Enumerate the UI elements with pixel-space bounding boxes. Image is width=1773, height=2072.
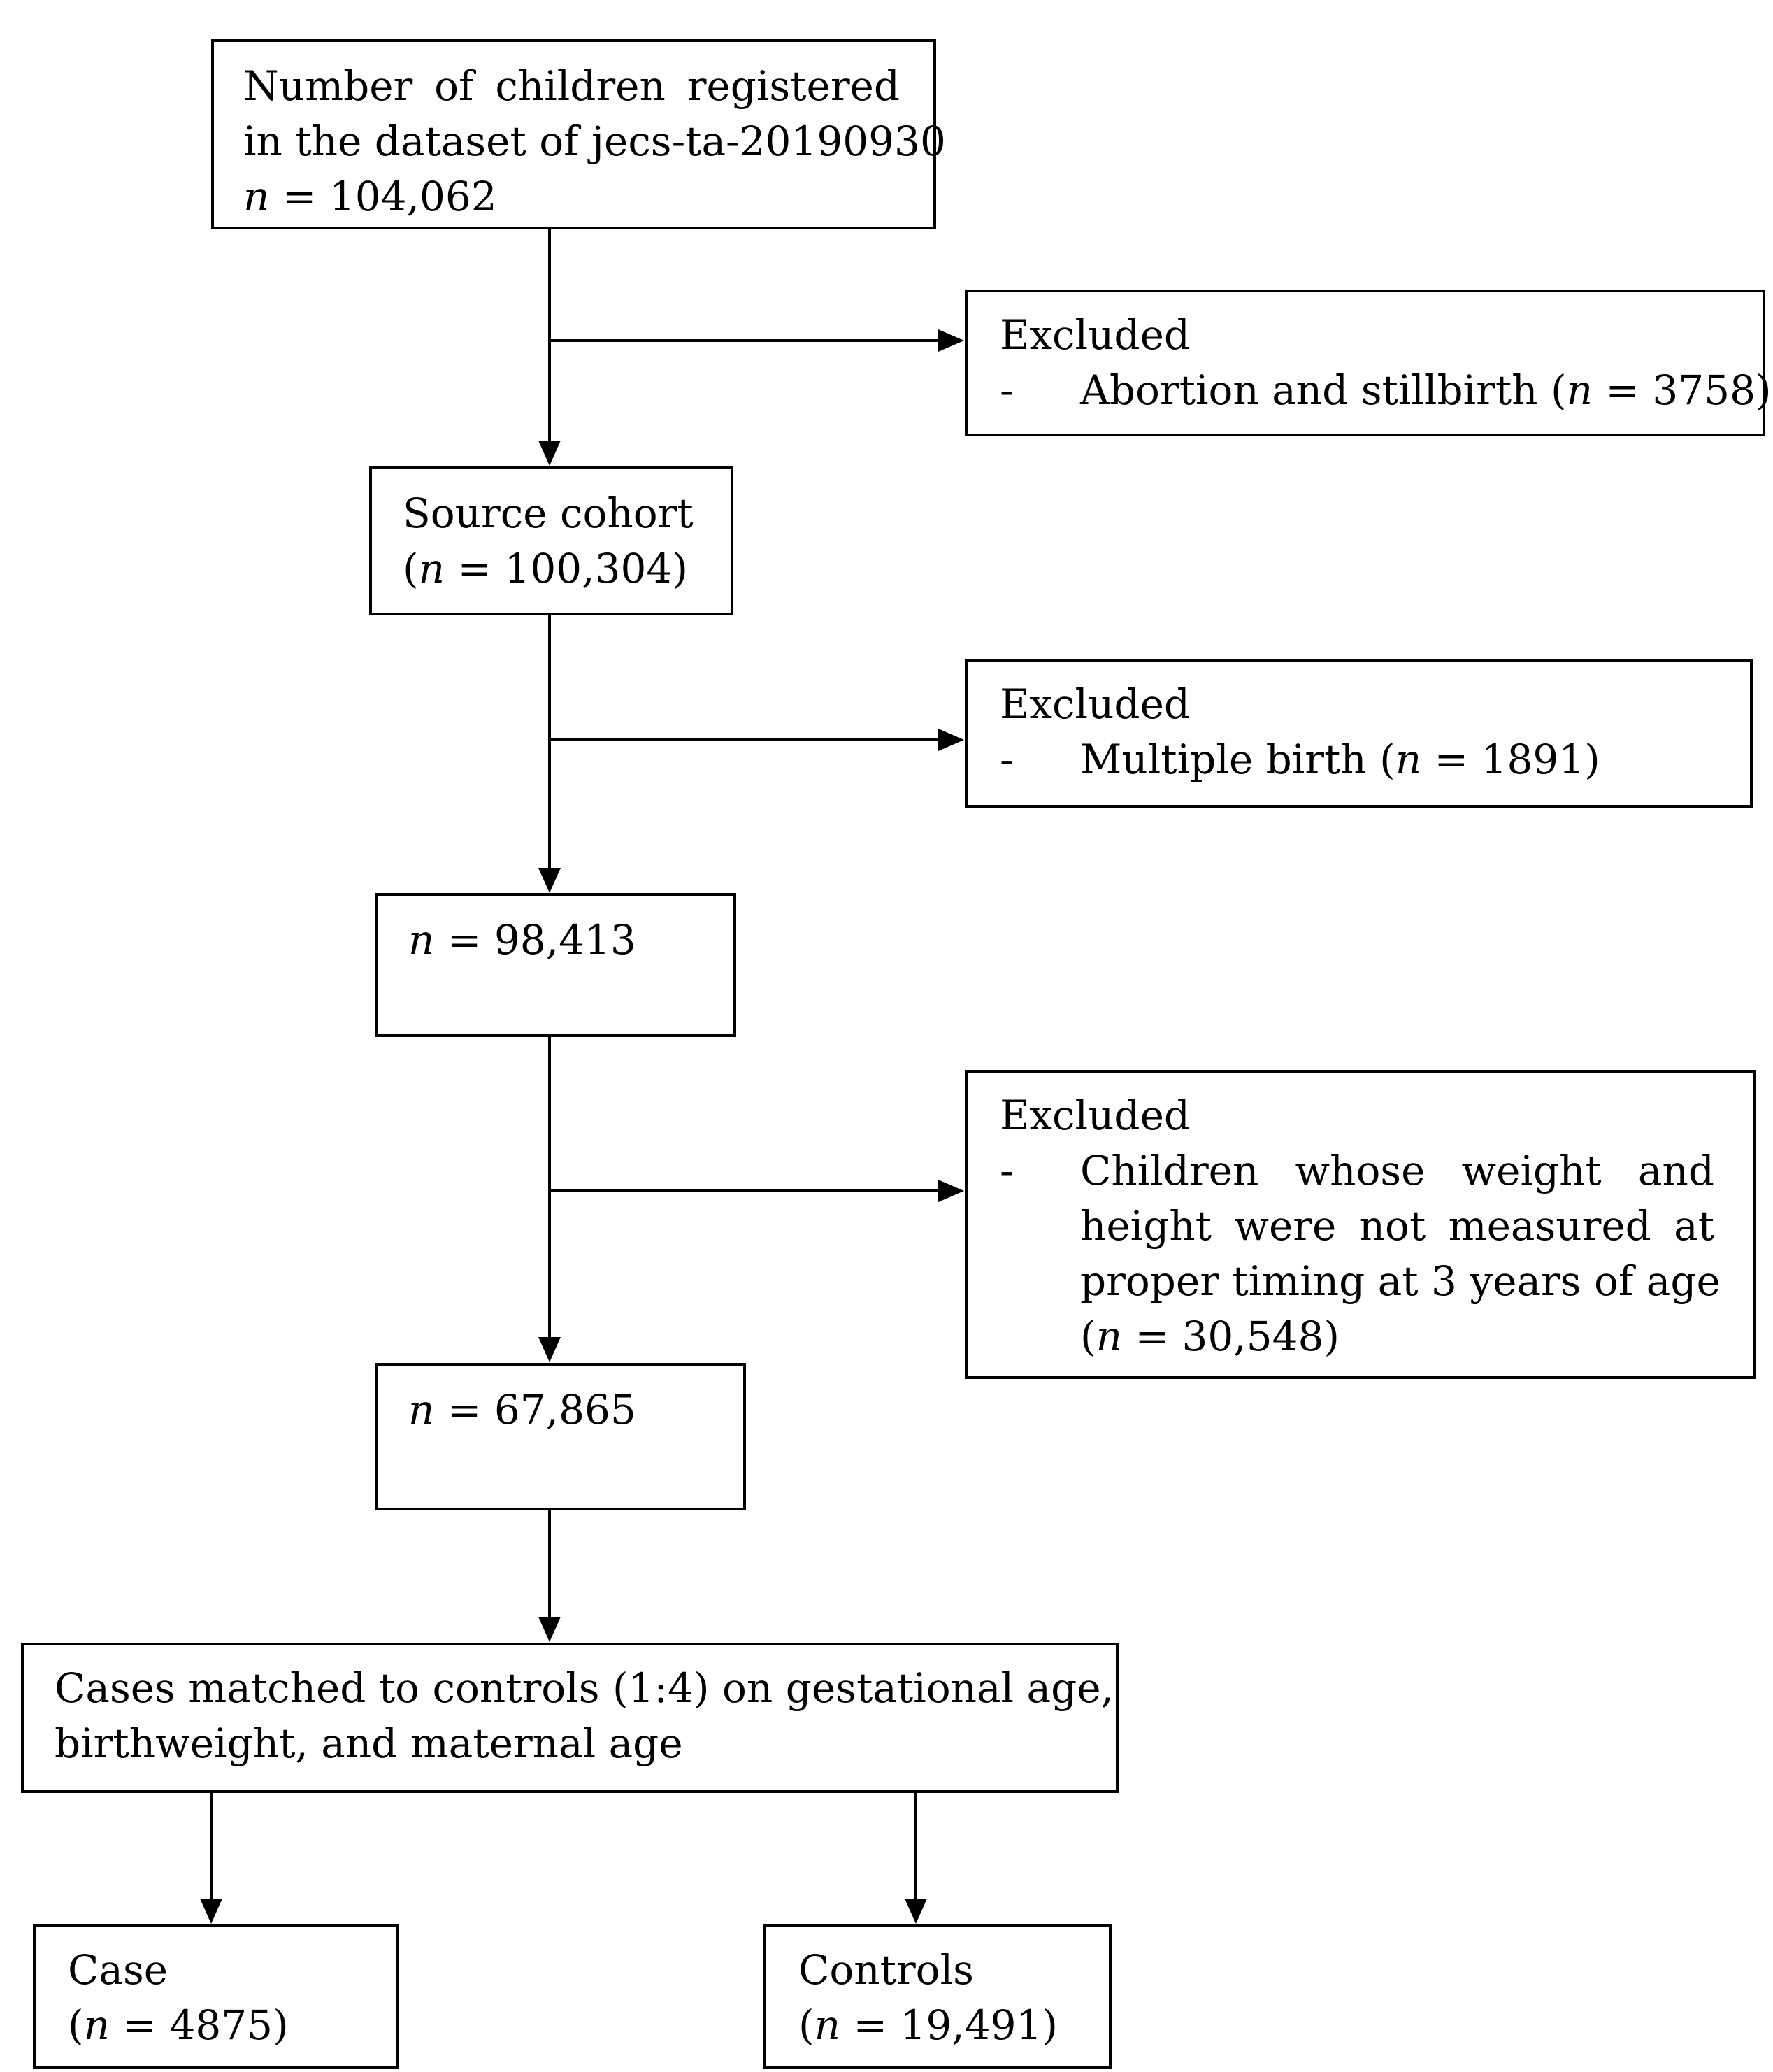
arrowhead-to-exclusion-3: [938, 1180, 964, 1202]
case-count: (n = 4875): [68, 1998, 375, 2053]
source-cohort-title: Source cohort: [403, 490, 694, 537]
open-paren: (: [68, 2001, 84, 2049]
case-title: Case: [68, 1946, 168, 1994]
exclusion-2-heading: Excluded: [1000, 680, 1191, 728]
exclusion-box-3: Excluded - Children whose weight and hei…: [965, 1070, 1756, 1379]
source-cohort-box: Source cohort (n = 100,304): [369, 466, 733, 615]
n-symbol: n: [408, 1386, 435, 1434]
cohort-98413-box: n = 98,413: [375, 893, 736, 1037]
n-symbol: n: [243, 173, 270, 220]
arrowhead-to-case: [200, 1899, 222, 1924]
open-paren: (: [1080, 1313, 1096, 1360]
exclusion-2-reason: - Multiple birth (n = 1891): [1000, 732, 1722, 787]
registered-count-value: = 104,062: [282, 173, 497, 220]
exclusion-1-reason: - Abortion and stillbirth (n = 3758): [1000, 363, 1772, 418]
exclusion-3-reason-line-2: height were not measured at: [1080, 1202, 1714, 1250]
n-symbol: n: [1566, 366, 1593, 414]
arrowhead-to-exclusion-2: [938, 729, 964, 751]
arrowhead-to-matched: [538, 1617, 561, 1642]
matching-box: Cases matched to controls (1:4) on gesta…: [21, 1643, 1119, 1793]
controls-box: Controls (n = 19,491): [763, 1924, 1112, 2069]
source-cohort-count-value: = 100,304): [457, 545, 688, 592]
controls-count: (n = 19,491): [798, 1998, 1088, 2053]
exclusion-2-count: = 1891): [1434, 736, 1600, 783]
registered-line-2: in the dataset of jecs-ta-20190930: [243, 117, 946, 165]
registered-children-box: Number of children registered in the dat…: [211, 39, 946, 229]
case-box: Case (n = 4875): [33, 1924, 399, 2069]
exclusion-box-1: Excluded - Abortion and stillbirth (n = 3…: [965, 290, 1772, 436]
open-paren: (: [403, 545, 419, 592]
n-symbol: n: [814, 2001, 840, 2049]
registered-line-1: Number of children registered: [243, 62, 900, 110]
case-count-value: = 4875): [122, 2001, 289, 2049]
cohort-98413-count: n = 98,413: [408, 913, 712, 968]
controls-title: Controls: [798, 1946, 974, 1994]
n-symbol: n: [83, 2001, 110, 2049]
n-symbol: n: [408, 916, 435, 964]
matching-line-2: birthweight, and maternal age: [55, 1720, 683, 1767]
exclusion-3-count-value: = 30,548): [1135, 1313, 1340, 1360]
registered-count: n = 104,062: [243, 169, 900, 224]
cohort-98413-count-value: = 98,413: [447, 916, 636, 964]
exclusion-box-2: Excluded - Multiple birth (n = 1891): [965, 659, 1753, 808]
exclusion-1-heading: Excluded: [1000, 311, 1191, 359]
exclusion-3-heading: Excluded: [1000, 1092, 1191, 1139]
n-symbol: n: [1395, 736, 1422, 783]
n-symbol: n: [418, 545, 445, 592]
exclusion-1-reason-text: Abortion and stillbirth (: [1080, 366, 1567, 414]
arrowhead-to-67865: [538, 1337, 561, 1362]
arrowhead-to-98413: [538, 868, 561, 893]
cohort-67865-box: n = 67,865: [375, 1363, 746, 1510]
bullet-dash: -: [1000, 1147, 1014, 1194]
open-paren: (: [798, 2001, 814, 2049]
matching-line-1: Cases matched to controls (1:4) on gesta…: [55, 1664, 1114, 1712]
exclusion-3-reason-line-3: proper timing at 3 years of age: [1080, 1257, 1721, 1305]
arrowhead-to-controls: [905, 1899, 927, 1924]
cohort-67865-count: n = 67,865: [408, 1382, 722, 1438]
bullet-dash: -: [1000, 366, 1014, 414]
arrowhead-to-exclusion-1: [938, 329, 964, 352]
cohort-67865-count-value: = 67,865: [447, 1386, 636, 1434]
exclusion-3-count: (n = 30,548): [1080, 1309, 1714, 1364]
exclusion-3-reason-line-1: Children whose weight and: [1080, 1147, 1714, 1194]
exclusion-1-count: = 3758): [1605, 366, 1772, 414]
source-cohort-count: (n = 100,304): [403, 541, 710, 596]
exclusion-2-reason-text: Multiple birth (: [1080, 736, 1395, 783]
controls-count-value: = 19,491): [853, 2001, 1058, 2049]
exclusion-3-reason: - Children whose weight and height were …: [1000, 1143, 1721, 1364]
arrowhead-to-source: [538, 441, 561, 466]
n-symbol: n: [1096, 1313, 1122, 1360]
bullet-dash: -: [1000, 736, 1014, 783]
